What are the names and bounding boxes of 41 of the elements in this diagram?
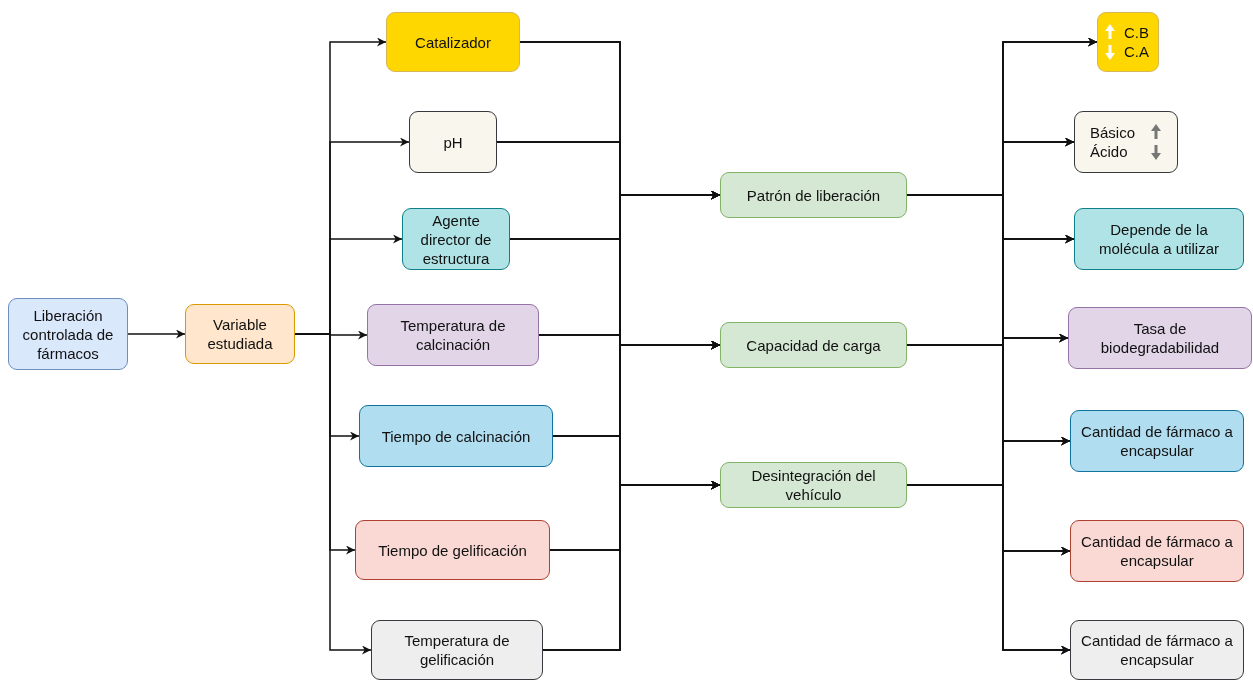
process-box (1074, 208, 1244, 270)
process-box (386, 12, 520, 72)
node-label: Cantidad de fármaco a encapsular (1080, 532, 1234, 570)
process-box (1070, 410, 1244, 472)
process-box (402, 208, 510, 270)
process-box (720, 462, 907, 508)
process-box (720, 322, 907, 368)
node-label: Liberación controlada de fármacos (21, 305, 115, 363)
node-label: Temperatura de gelificación (403, 631, 511, 669)
node-label: Básico Ácido (1090, 123, 1137, 161)
node-label: Tiempo de calcinación (381, 426, 531, 446)
node-label: Cantidad de fármaco a encapsular (1080, 631, 1234, 669)
arrow (542, 480, 721, 651)
node-label: Tasa de biodegradabilidad (1099, 319, 1221, 357)
node-label: Depende de la molécula a utilizar (1097, 220, 1221, 258)
process-box (1097, 12, 1159, 72)
node-label: Tiempo de gelificación (378, 540, 527, 560)
arrow (906, 484, 1071, 655)
process-box (355, 520, 550, 580)
node-label: Capacidad de carga (746, 335, 881, 355)
node-label: Cantidad de fármaco a encapsular (1080, 422, 1234, 460)
node-label: Variable estudiada (206, 315, 274, 353)
process-box (1068, 307, 1252, 369)
process-box (371, 620, 543, 680)
process-box (185, 304, 295, 364)
process-box (720, 172, 907, 218)
process-box (1070, 520, 1244, 582)
arrow (127, 329, 186, 339)
process-box (8, 298, 128, 370)
node-label: pH (443, 132, 463, 152)
node-label: Patrón de liberación (746, 185, 881, 205)
node-label: Catalizador (415, 32, 491, 52)
process-box (409, 111, 497, 173)
node-label: Desintegración del vehículo (750, 466, 877, 504)
process-box (367, 304, 539, 366)
process-box (359, 405, 553, 467)
node-label: C.B C.A (1124, 23, 1150, 61)
node-label: Agente director de estructura (419, 210, 493, 268)
node-label: Temperatura de calcinación (399, 316, 507, 354)
process-box (1074, 111, 1178, 173)
process-box (1070, 620, 1244, 680)
